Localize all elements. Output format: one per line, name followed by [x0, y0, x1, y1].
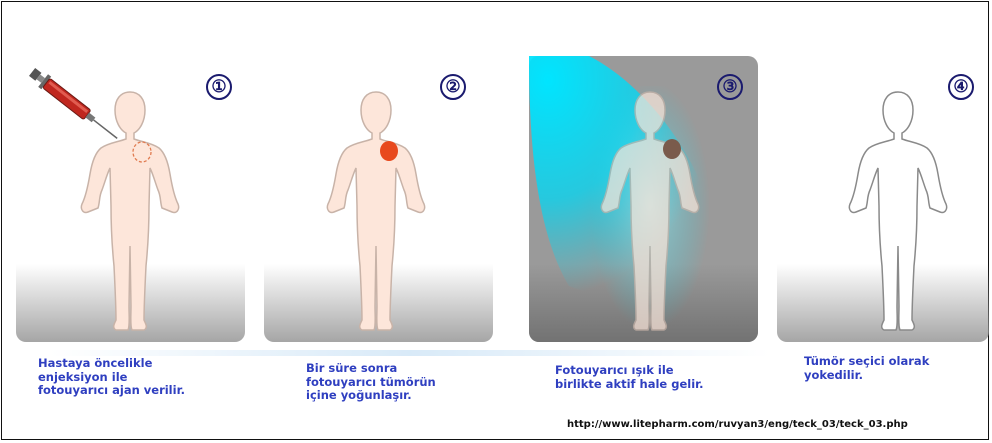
step-caption-1: Hastaya öncelikle enjeksiyon ile fotouya…: [38, 357, 185, 398]
human-figure-2: [316, 86, 436, 336]
step-caption-2: Bir süre sonra fotouyarıcı tümörün içine…: [306, 362, 436, 403]
source-url: http://www.litepharm.com/ruvyan3/eng/tec…: [567, 419, 908, 430]
step-caption-3: Fotouyarıcı ışık ile birlikte aktif hale…: [555, 364, 704, 391]
step-number-1: ①: [206, 74, 232, 100]
step-number-2: ②: [440, 74, 466, 100]
tumor-marker-3: [663, 139, 681, 159]
human-figure-4: [838, 86, 958, 336]
step-number-3: ③: [717, 74, 743, 100]
step-caption-4: Tümör seçici olarak yokedilir.: [804, 355, 929, 382]
syringe-icon: [22, 62, 132, 152]
tumor-marker-2: [380, 141, 398, 161]
human-figure-3: [590, 86, 710, 336]
step-number-4: ④: [948, 74, 974, 100]
baseline-shadow: [50, 350, 770, 356]
